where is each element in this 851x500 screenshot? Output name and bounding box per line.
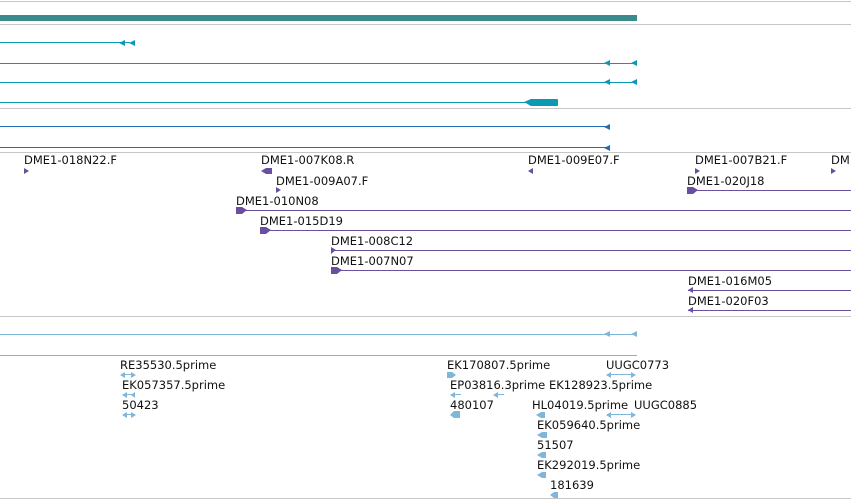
clone-end-feature[interactable]	[260, 227, 851, 234]
clone-end-glyph[interactable]	[261, 168, 272, 174]
clone-end-label: DME1-015D19	[260, 214, 343, 228]
est-feature[interactable]	[606, 372, 636, 378]
est-label: EK292019.5prime	[537, 458, 640, 472]
clone-end-glyphs	[24, 168, 851, 313]
clone-end-feature[interactable]	[687, 187, 851, 194]
est-label: 51507	[537, 438, 574, 452]
gene-model-bar[interactable]	[0, 15, 637, 21]
transcript-feature[interactable]	[0, 40, 135, 46]
clone-end-label: DME1-007N07	[331, 254, 414, 268]
est-track: RE35530.5prime EK057357.5prime 50423 EK1…	[0, 331, 697, 498]
est-feature[interactable]	[447, 372, 456, 378]
clone-end-label: DME1-020J18	[687, 174, 765, 188]
est-label: UUGC0773	[606, 358, 669, 372]
clone-end-glyph[interactable]	[831, 168, 836, 174]
clone-end-label: DME1-010N08	[236, 194, 319, 208]
est-feature[interactable]	[537, 452, 546, 458]
clone-end-label: DME1-007B21.F	[695, 153, 787, 167]
est-label: 181639	[550, 478, 594, 492]
transcript-feature[interactable]	[0, 60, 637, 66]
gene-model-track	[0, 15, 637, 21]
est-feature[interactable]	[493, 392, 504, 398]
clone-end-labels: DME1-018N22.F DME1-007K08.R DME1-009A07.…	[24, 153, 850, 308]
clone-end-feature[interactable]	[236, 207, 851, 214]
est-feature[interactable]	[536, 412, 636, 418]
clone-end-label: DM	[831, 153, 850, 167]
clone-end-label: DME1-007K08.R	[261, 153, 354, 167]
est-feature[interactable]	[122, 392, 135, 398]
clone-end-label: DME1-009E07.F	[528, 153, 620, 167]
clone-end-label: DME1-020F03	[688, 294, 769, 308]
est-label: EK128923.5prime	[549, 378, 652, 392]
transcript-feature[interactable]	[0, 124, 610, 130]
clone-end-glyph[interactable]	[695, 168, 700, 174]
clone-end-glyph[interactable]	[276, 187, 281, 193]
est-feature[interactable]	[537, 472, 546, 478]
clone-end-label: DME1-009A07.F	[276, 174, 368, 188]
clone-end-label: DME1-018N22.F	[24, 153, 117, 167]
est-label: HL04019.5prime	[532, 398, 628, 412]
est-feature[interactable]	[122, 412, 136, 418]
clone-end-feature[interactable]	[688, 287, 851, 293]
est-label: 480107	[450, 398, 494, 412]
est-labels: RE35530.5prime EK057357.5prime 50423 EK1…	[120, 358, 697, 492]
est-label: UUGC0885	[634, 398, 697, 412]
clone-end-track: DME1-018N22.F DME1-007K08.R DME1-009A07.…	[24, 153, 851, 313]
est-feature[interactable]	[120, 372, 136, 378]
transcript-feature[interactable]	[0, 99, 558, 106]
est-feature[interactable]	[550, 492, 558, 498]
est-label: EK059640.5prime	[537, 418, 640, 432]
clone-end-feature[interactable]	[688, 307, 851, 313]
est-feature[interactable]	[0, 355, 637, 356]
clone-end-glyph[interactable]	[24, 168, 29, 174]
est-glyphs	[0, 331, 637, 498]
clone-end-label: DME1-008C12	[331, 234, 413, 248]
est-feature[interactable]	[537, 432, 547, 438]
est-label: 50423	[122, 398, 159, 412]
clone-end-label: DME1-016M05	[688, 274, 772, 288]
transcript-track	[0, 40, 637, 151]
clone-end-feature[interactable]	[331, 247, 851, 254]
est-label: RE35530.5prime	[120, 358, 216, 372]
est-label: EP03816.3prime	[450, 378, 545, 392]
est-label: EK057357.5prime	[122, 378, 225, 392]
est-feature[interactable]	[450, 392, 461, 398]
est-label: EK170807.5prime	[447, 358, 550, 372]
clone-end-glyph[interactable]	[528, 168, 533, 174]
transcript-feature[interactable]	[0, 79, 637, 85]
est-feature[interactable]	[0, 331, 637, 337]
transcript-feature[interactable]	[0, 145, 610, 151]
clone-end-feature[interactable]	[331, 267, 851, 274]
est-feature[interactable]	[450, 411, 460, 418]
